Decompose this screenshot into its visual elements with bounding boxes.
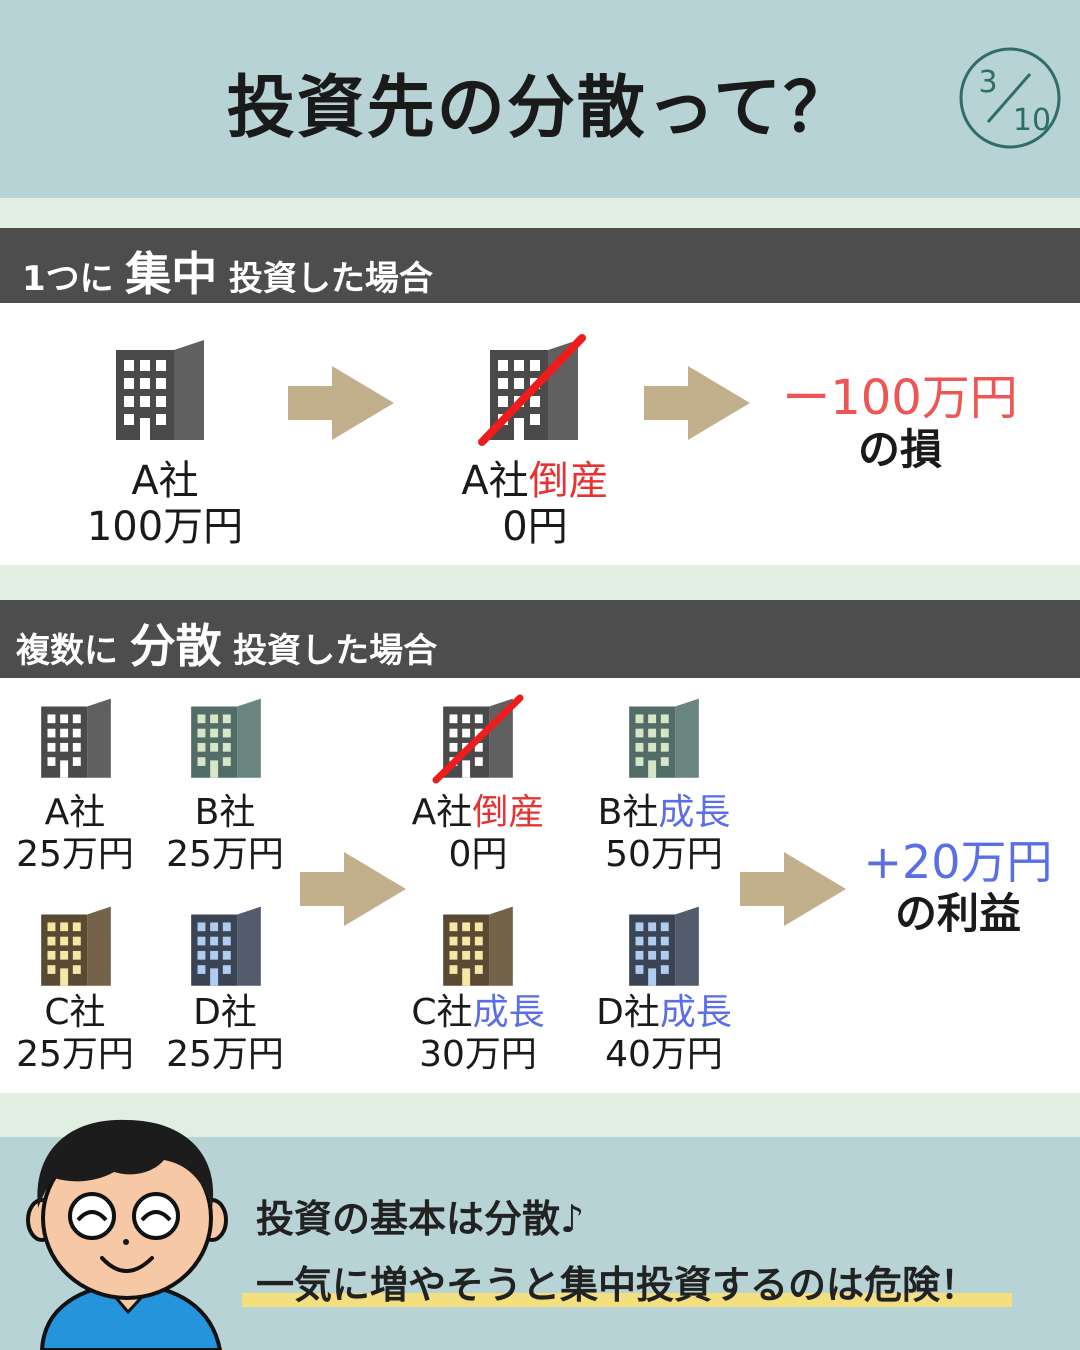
company-name: A社 bbox=[131, 458, 199, 504]
company-name: A社 bbox=[461, 458, 529, 504]
character-avatar bbox=[26, 1119, 228, 1350]
section1-heading-emphasis: 集中 bbox=[125, 247, 218, 301]
section1-heading-pre: 1つに bbox=[22, 259, 114, 299]
result-profit: +20万円 の利益 bbox=[850, 836, 1066, 940]
status-growth: 成長 bbox=[658, 792, 731, 833]
company-name: D社 bbox=[596, 992, 660, 1033]
building-icon-a bbox=[116, 340, 204, 440]
result-value: ー100万円 bbox=[782, 370, 1018, 426]
company-name: D社 bbox=[193, 992, 257, 1033]
section2-heading-post: 投資した場合 bbox=[233, 631, 438, 671]
cross-out-icon bbox=[432, 694, 524, 784]
company-name: B社 bbox=[597, 792, 659, 833]
cross-out-icon bbox=[478, 334, 586, 446]
company-amount: 25万円 bbox=[166, 834, 284, 875]
result-label: の損 bbox=[857, 425, 942, 474]
section1-heading: 1つに 集中 投資した場合 bbox=[0, 228, 1080, 303]
company-amount: 25万円 bbox=[166, 1034, 284, 1075]
status-growth: 成長 bbox=[659, 992, 732, 1033]
company-name: A社 bbox=[411, 792, 473, 833]
company-amount: 30万円 bbox=[419, 1034, 537, 1075]
company-amount: 0円 bbox=[502, 504, 568, 550]
building-icon-d bbox=[629, 906, 699, 986]
building-icon-c bbox=[41, 906, 111, 986]
company-b-label: B社 25万円 bbox=[150, 792, 300, 876]
page-current: 3 bbox=[978, 65, 997, 100]
company-d-label: D社 25万円 bbox=[150, 992, 300, 1076]
company-amount: 100万円 bbox=[86, 504, 244, 550]
company-a-after-label: A社倒産 0円 bbox=[398, 792, 558, 876]
building-icon-b bbox=[629, 698, 699, 778]
footer-message-1: 投資の基本は分散♪ bbox=[256, 1197, 585, 1241]
company-amount: 0円 bbox=[448, 834, 508, 875]
result-value: +20万円 bbox=[863, 835, 1053, 889]
highlight-underline bbox=[242, 1293, 1012, 1307]
company-name: A社 bbox=[44, 792, 106, 833]
building-icon-d bbox=[191, 906, 261, 986]
section1-heading-post: 投資した場合 bbox=[228, 259, 433, 299]
company-b-after-label: B社成長 50万円 bbox=[584, 792, 744, 876]
result-label: の利益 bbox=[894, 889, 1021, 938]
company-name: C社 bbox=[411, 992, 473, 1033]
company-d-after-label: D社成長 40万円 bbox=[584, 992, 744, 1076]
page-title: 投資先の分散って？ bbox=[226, 69, 854, 148]
company-a-label: A社 100万円 bbox=[60, 458, 270, 550]
company-a-after-label: A社倒産 0円 bbox=[430, 458, 640, 550]
arrow-right-icon bbox=[300, 852, 406, 926]
section2-panel bbox=[0, 678, 1080, 1093]
header bbox=[0, 0, 1080, 198]
company-name: C社 bbox=[44, 992, 106, 1033]
status-growth: 成長 bbox=[472, 992, 545, 1033]
page-counter-badge: 3 10 bbox=[959, 47, 1061, 149]
company-name: B社 bbox=[194, 792, 256, 833]
company-amount: 40万円 bbox=[605, 1034, 723, 1075]
building-icon-c bbox=[443, 906, 513, 986]
section2-heading-pre: 複数に bbox=[16, 631, 118, 671]
company-c-label: C社 25万円 bbox=[0, 992, 150, 1076]
arrow-right-icon bbox=[288, 366, 394, 440]
building-icon-b bbox=[191, 698, 261, 778]
company-a-label: A社 25万円 bbox=[0, 792, 150, 876]
arrow-right-icon bbox=[740, 852, 846, 926]
status-bankrupt: 倒産 bbox=[528, 458, 609, 504]
status-bankrupt: 倒産 bbox=[472, 792, 545, 833]
page-total: 10 bbox=[1013, 103, 1051, 138]
section2-heading-emphasis: 分散 bbox=[129, 619, 222, 673]
result-loss: ー100万円 の損 bbox=[780, 372, 1020, 476]
company-amount: 25万円 bbox=[16, 1034, 134, 1075]
company-amount: 25万円 bbox=[16, 834, 134, 875]
company-amount: 50万円 bbox=[605, 834, 723, 875]
section2-heading: 複数に 分散 投資した場合 bbox=[0, 600, 1080, 678]
company-c-after-label: C社成長 30万円 bbox=[398, 992, 558, 1076]
footer-message-2: 一気に増やそうと集中投資するのは危険！ bbox=[256, 1263, 979, 1307]
building-icon-a bbox=[41, 698, 111, 778]
arrow-right-icon bbox=[644, 366, 750, 440]
